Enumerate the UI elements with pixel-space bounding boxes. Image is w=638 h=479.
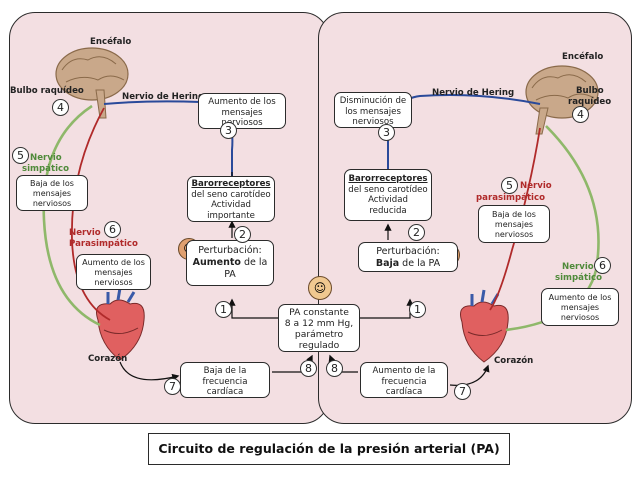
label-corazon-right: Corazón — [494, 356, 534, 366]
label-nervio-simpatico-left-1: Nervio — [30, 153, 62, 163]
heart-icon-left — [96, 287, 145, 361]
label-corazon-left: Corazón — [88, 354, 128, 364]
label-nervio-parasimpatico-right-2: parasimpático — [476, 193, 546, 203]
box-aumento-frecuencia: Aumento de la frecuencia cardíaca — [360, 362, 448, 398]
brain-icon-right — [525, 65, 599, 135]
step-number-7-left: 7 — [164, 378, 181, 395]
step-number-6-left: 6 — [104, 221, 121, 238]
brain-icon-left — [55, 47, 129, 119]
label-encefalo-right: Encéfalo — [562, 52, 604, 62]
step-number-4-right: 4 — [572, 106, 589, 123]
step-number-2-left: 2 — [234, 226, 251, 243]
box-barorreceptores-left: Barorreceptores del seno carotídeo Activ… — [187, 176, 275, 222]
box-baja-frecuencia: Baja de la frecuencia cardíaca — [180, 362, 270, 398]
label-nervio-simpatico-right-1: Nervio — [562, 262, 594, 272]
box-barorreceptores-right: Barorreceptores del seno carotídeo Activ… — [344, 169, 432, 221]
label-nervio-parasimpatico-left-2: Parasimpático — [69, 239, 138, 249]
label-hering-left: Nervio de Hering — [122, 92, 205, 102]
step-number-5-left: 5 — [12, 147, 29, 164]
step-number-8-left: 8 — [300, 360, 317, 377]
label-nervio-parasimpatico-left-1: Nervio — [69, 228, 101, 238]
step-number-2-right: 2 — [408, 224, 425, 241]
step-number-3-right: 3 — [378, 124, 395, 141]
label-nervio-simpatico-right-2: simpático — [555, 273, 603, 283]
box-pa-constante: PA constante 8 a 12 mm Hg, parámetro reg… — [278, 304, 360, 352]
box-aumento-mensajes-top: Aumento de los mensajes nerviosos — [198, 93, 286, 129]
happy-face-icon: ☺ — [308, 276, 332, 300]
label-nervio-simpatico-left-2: simpático — [22, 164, 70, 174]
box-baja-mensajes-left: Baja de los mensajes nerviosos — [16, 175, 88, 211]
step-number-7-right: 7 — [454, 383, 471, 400]
label-nervio-parasimpatico-right-1: Nervio — [520, 181, 552, 191]
box-disminucion-mensajes-top: Disminución de los mensajes nerviosos — [334, 92, 412, 128]
box-aumento-mensajes-right: Aumento de los mensajes nerviosos — [541, 288, 619, 326]
step-number-1-right: 1 — [409, 301, 426, 318]
box-baja-mensajes-right: Baja de los mensajes nerviosos — [478, 205, 550, 243]
step-number-1-left: 1 — [215, 301, 232, 318]
label-hering-right: Nervio de Hering — [432, 88, 515, 98]
box-aumento-mensajes-left: Aumento de los mensajes nerviosos — [76, 254, 151, 290]
label-bulbo-left: Bulbo raquídeo — [10, 86, 84, 96]
step-number-3-left: 3 — [220, 122, 237, 139]
step-number-6-right: 6 — [594, 257, 611, 274]
label-encefalo-left: Encéfalo — [90, 37, 132, 47]
step-number-5-right: 5 — [501, 177, 518, 194]
label-bulbo-right-2: raquídeo — [568, 97, 612, 107]
diagram-title: Circuito de regulación de la presión art… — [148, 433, 510, 465]
step-number-8-right: 8 — [326, 360, 343, 377]
label-bulbo-right-1: Bulbo — [576, 86, 604, 96]
step-number-4-left: 4 — [52, 99, 69, 116]
heart-icon-right — [460, 289, 509, 363]
box-perturbacion-left: Perturbación: Aumento de la PA — [186, 240, 274, 286]
box-perturbacion-right: Perturbación: Baja de la PA — [358, 242, 458, 272]
